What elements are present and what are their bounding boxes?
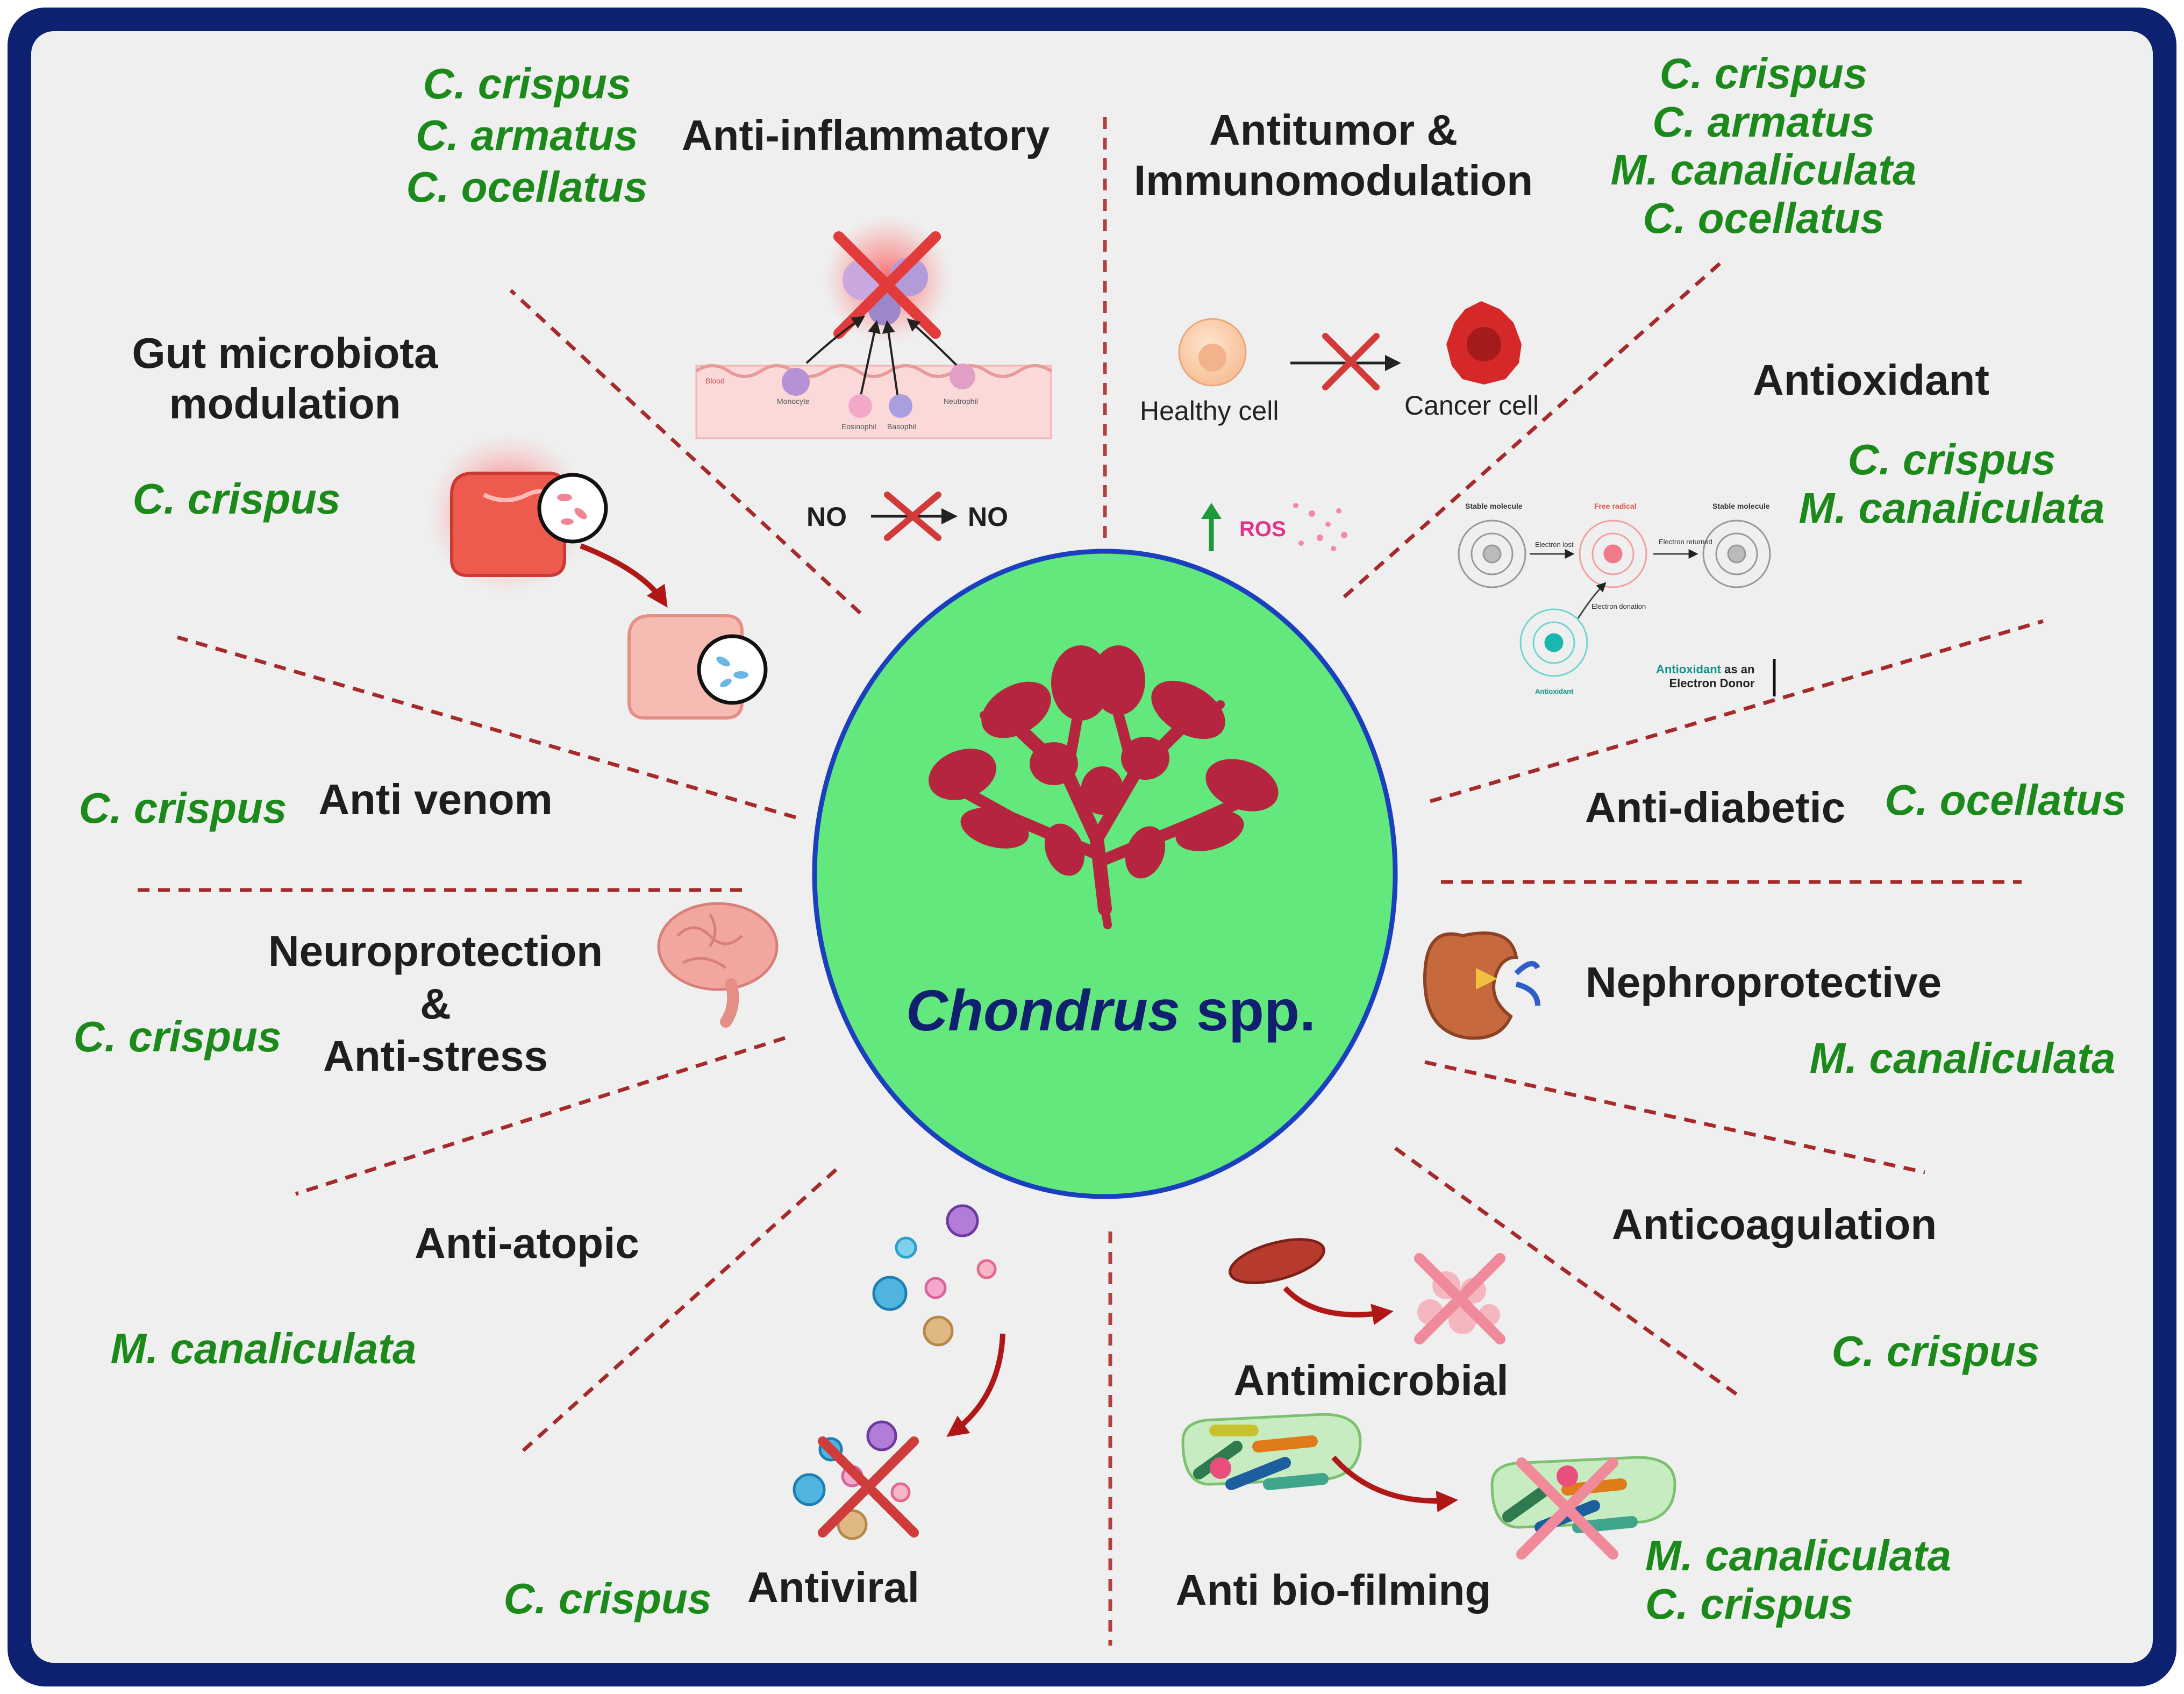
biofilm-illustration: [1181, 1413, 1676, 1560]
anti-venom-species: C. crispus: [78, 784, 287, 832]
ao-stable-right: Stable molecule: [1712, 502, 1770, 510]
no-arrow-illustration: [871, 492, 958, 541]
gut-illustration: [427, 433, 768, 720]
gut-title: Gut microbiota modulation: [97, 328, 473, 430]
anti-diabetic-species: C. ocellatus: [1885, 776, 2126, 824]
anti-venom-title: Anti venom: [318, 775, 553, 823]
seaweed-fronds: [929, 645, 1279, 879]
cancer-cell-label: Cancer cell: [1404, 390, 1539, 421]
antimicrobial-title: Antimicrobial: [1233, 1356, 1509, 1404]
species-item: M. canaliculata: [1798, 483, 2105, 532]
antitumor-title-line: Immunomodulation: [1133, 156, 1533, 205]
antimicrobial-illustration: [1229, 1238, 1505, 1344]
antitumor-title: Antitumor & Immunomodulation: [1118, 105, 1548, 207]
anti-biofilm-species: M. canaliculata C. crispus: [1645, 1532, 2022, 1628]
species-item: C. crispus: [1645, 1579, 1853, 1628]
healthy-cell-label: Healthy cell: [1140, 396, 1279, 426]
antiviral-species: C. crispus: [503, 1575, 712, 1622]
inflammation-label-basophil: Basophil: [887, 422, 916, 431]
gut-title-line: modulation: [169, 380, 401, 428]
ao-free-radical: Free radical: [1594, 502, 1637, 510]
anticoagulation-species: C. crispus: [1831, 1327, 2040, 1375]
nephroprotective-title: Nephroprotective: [1585, 958, 1942, 1006]
brain-icon: [657, 902, 779, 1028]
ao-stable-left: Stable molecule: [1465, 502, 1523, 510]
species-item: C. crispus: [1847, 436, 2056, 483]
anticoagulation-title: Anticoagulation: [1611, 1200, 1937, 1248]
connector-anti-inflammatory: [509, 289, 862, 615]
species-item: M. canaliculata: [1645, 1532, 1952, 1579]
cancer-illustration: [1178, 301, 1522, 390]
neuro-title-line: Anti-stress: [323, 1032, 548, 1080]
inflammation-illustration: [695, 215, 1052, 439]
connector-nephro-lower: [1424, 1060, 1925, 1175]
species-item: C. ocellatus: [406, 163, 648, 211]
bacteria-magnifier-icon: [537, 473, 608, 544]
ao-donor-rest: as an: [1724, 663, 1755, 676]
antioxidant-title: Antioxidant: [1753, 356, 1989, 404]
neuro-title-line: &: [420, 979, 451, 1028]
inflammation-label-eosinophil: Eosinophil: [841, 422, 876, 431]
ao-antioxidant: Antioxidant: [1535, 687, 1574, 695]
connector-antioxidant: [1343, 257, 1728, 599]
anti-biofilm-title: Anti bio-filming: [1175, 1566, 1491, 1614]
species-item: C. armatus: [1652, 97, 1875, 146]
species-item: C. ocellatus: [1643, 194, 1885, 242]
ros-illustration: [1201, 503, 1347, 551]
kidney-icon: [1423, 931, 1540, 1040]
connector-neuro: [295, 1036, 786, 1196]
antiviral-illustration: [793, 1204, 1005, 1540]
ao-electron-returned: Electron returned: [1659, 538, 1712, 546]
ao-donor-line2: Electron Donor: [1669, 677, 1755, 691]
nephroprotective-species: M. canaliculata: [1809, 1034, 2116, 1082]
antitumor-species: C. crispus C. armatus M. canaliculata C.…: [1581, 49, 1946, 242]
gut-species: C. crispus: [132, 475, 341, 523]
neuro-title-line: Neuroprotection: [268, 927, 603, 975]
no-right-label: NO: [968, 502, 1008, 532]
antioxidant-species: C. crispus M. canaliculata: [1774, 436, 2129, 532]
species-item: M. canaliculata: [1610, 146, 1917, 194]
ros-label: ROS: [1239, 517, 1286, 541]
gut-title-line: Gut microbiota: [132, 329, 438, 377]
connector-anticoagulation: [1394, 1147, 1744, 1400]
species-item: C. crispus: [423, 60, 631, 108]
center-genus: Chondrus: [906, 978, 1180, 1043]
antitumor-title-line: Antitumor &: [1209, 106, 1458, 154]
bacterium-icon: [1229, 1238, 1325, 1284]
ao-electron-lost: Electron lost: [1535, 540, 1574, 549]
center-label: Chondrus spp.: [906, 976, 1316, 1044]
inflammation-label-monocyte: Monocyte: [777, 397, 810, 405]
healthy-bacteria-magnifier-icon: [697, 634, 768, 705]
anti-atopic-species: M. canaliculata: [110, 1325, 417, 1372]
inflammation-label-blood: Blood: [705, 376, 725, 385]
neuroprotection-species: C. crispus: [73, 1013, 282, 1060]
anti-diabetic-title: Anti-diabetic: [1585, 784, 1846, 831]
anti-inflammatory-title: Anti-inflammatory: [681, 111, 1050, 159]
radial-connectors: [134, 113, 2044, 1646]
no-left-label: NO: [806, 502, 847, 532]
connector-anti-atopic: [520, 1168, 838, 1454]
anti-atopic-title: Anti-atopic: [415, 1219, 639, 1267]
species-item: C. crispus: [1659, 49, 1868, 97]
species-item: C. armatus: [416, 111, 638, 159]
anti-inflammatory-species: C. crispus C. armatus C. ocellatus: [376, 58, 677, 213]
ao-donor-label: Antioxidant as an Electron Donor: [1656, 663, 1754, 691]
connector-anti-diabetic: [1430, 619, 2044, 803]
connector-anti-venom: [177, 635, 796, 820]
ao-electron-donation: Electron donation: [1591, 602, 1646, 610]
ao-donor-word: Antioxidant: [1656, 663, 1721, 676]
neuroprotection-title: Neuroprotection & Anti-stress: [247, 925, 624, 1083]
center-suffix: spp.: [1196, 978, 1316, 1043]
inflammation-label-neutrophil: Neutrophil: [944, 397, 978, 405]
antiviral-title: Antiviral: [747, 1563, 920, 1611]
antioxidant-diagram: [1458, 519, 1776, 696]
